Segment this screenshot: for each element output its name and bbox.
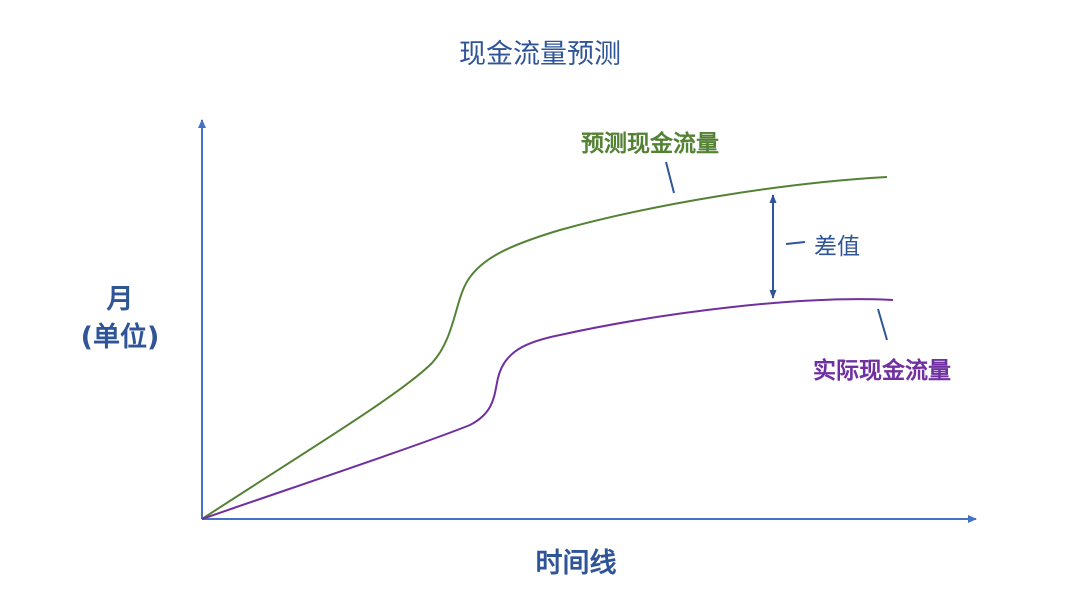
gap-leader-line [785, 241, 806, 245]
forecast-label: 预测现金流量 [581, 131, 719, 157]
y-axis-label-line2: (单位) [80, 322, 160, 353]
y-axis-label-line1: 月 [106, 284, 134, 315]
actual-leader-line [877, 308, 888, 341]
gap-label: 差值 [814, 234, 860, 260]
actual-curve [201, 298, 894, 520]
chart-title: 现金流量预测 [459, 39, 621, 70]
actual-label: 实际现金流量 [813, 358, 951, 384]
forecast-curve [201, 176, 888, 520]
forecast-leader-line [665, 161, 675, 194]
x-axis-label: 时间线 [535, 548, 617, 579]
